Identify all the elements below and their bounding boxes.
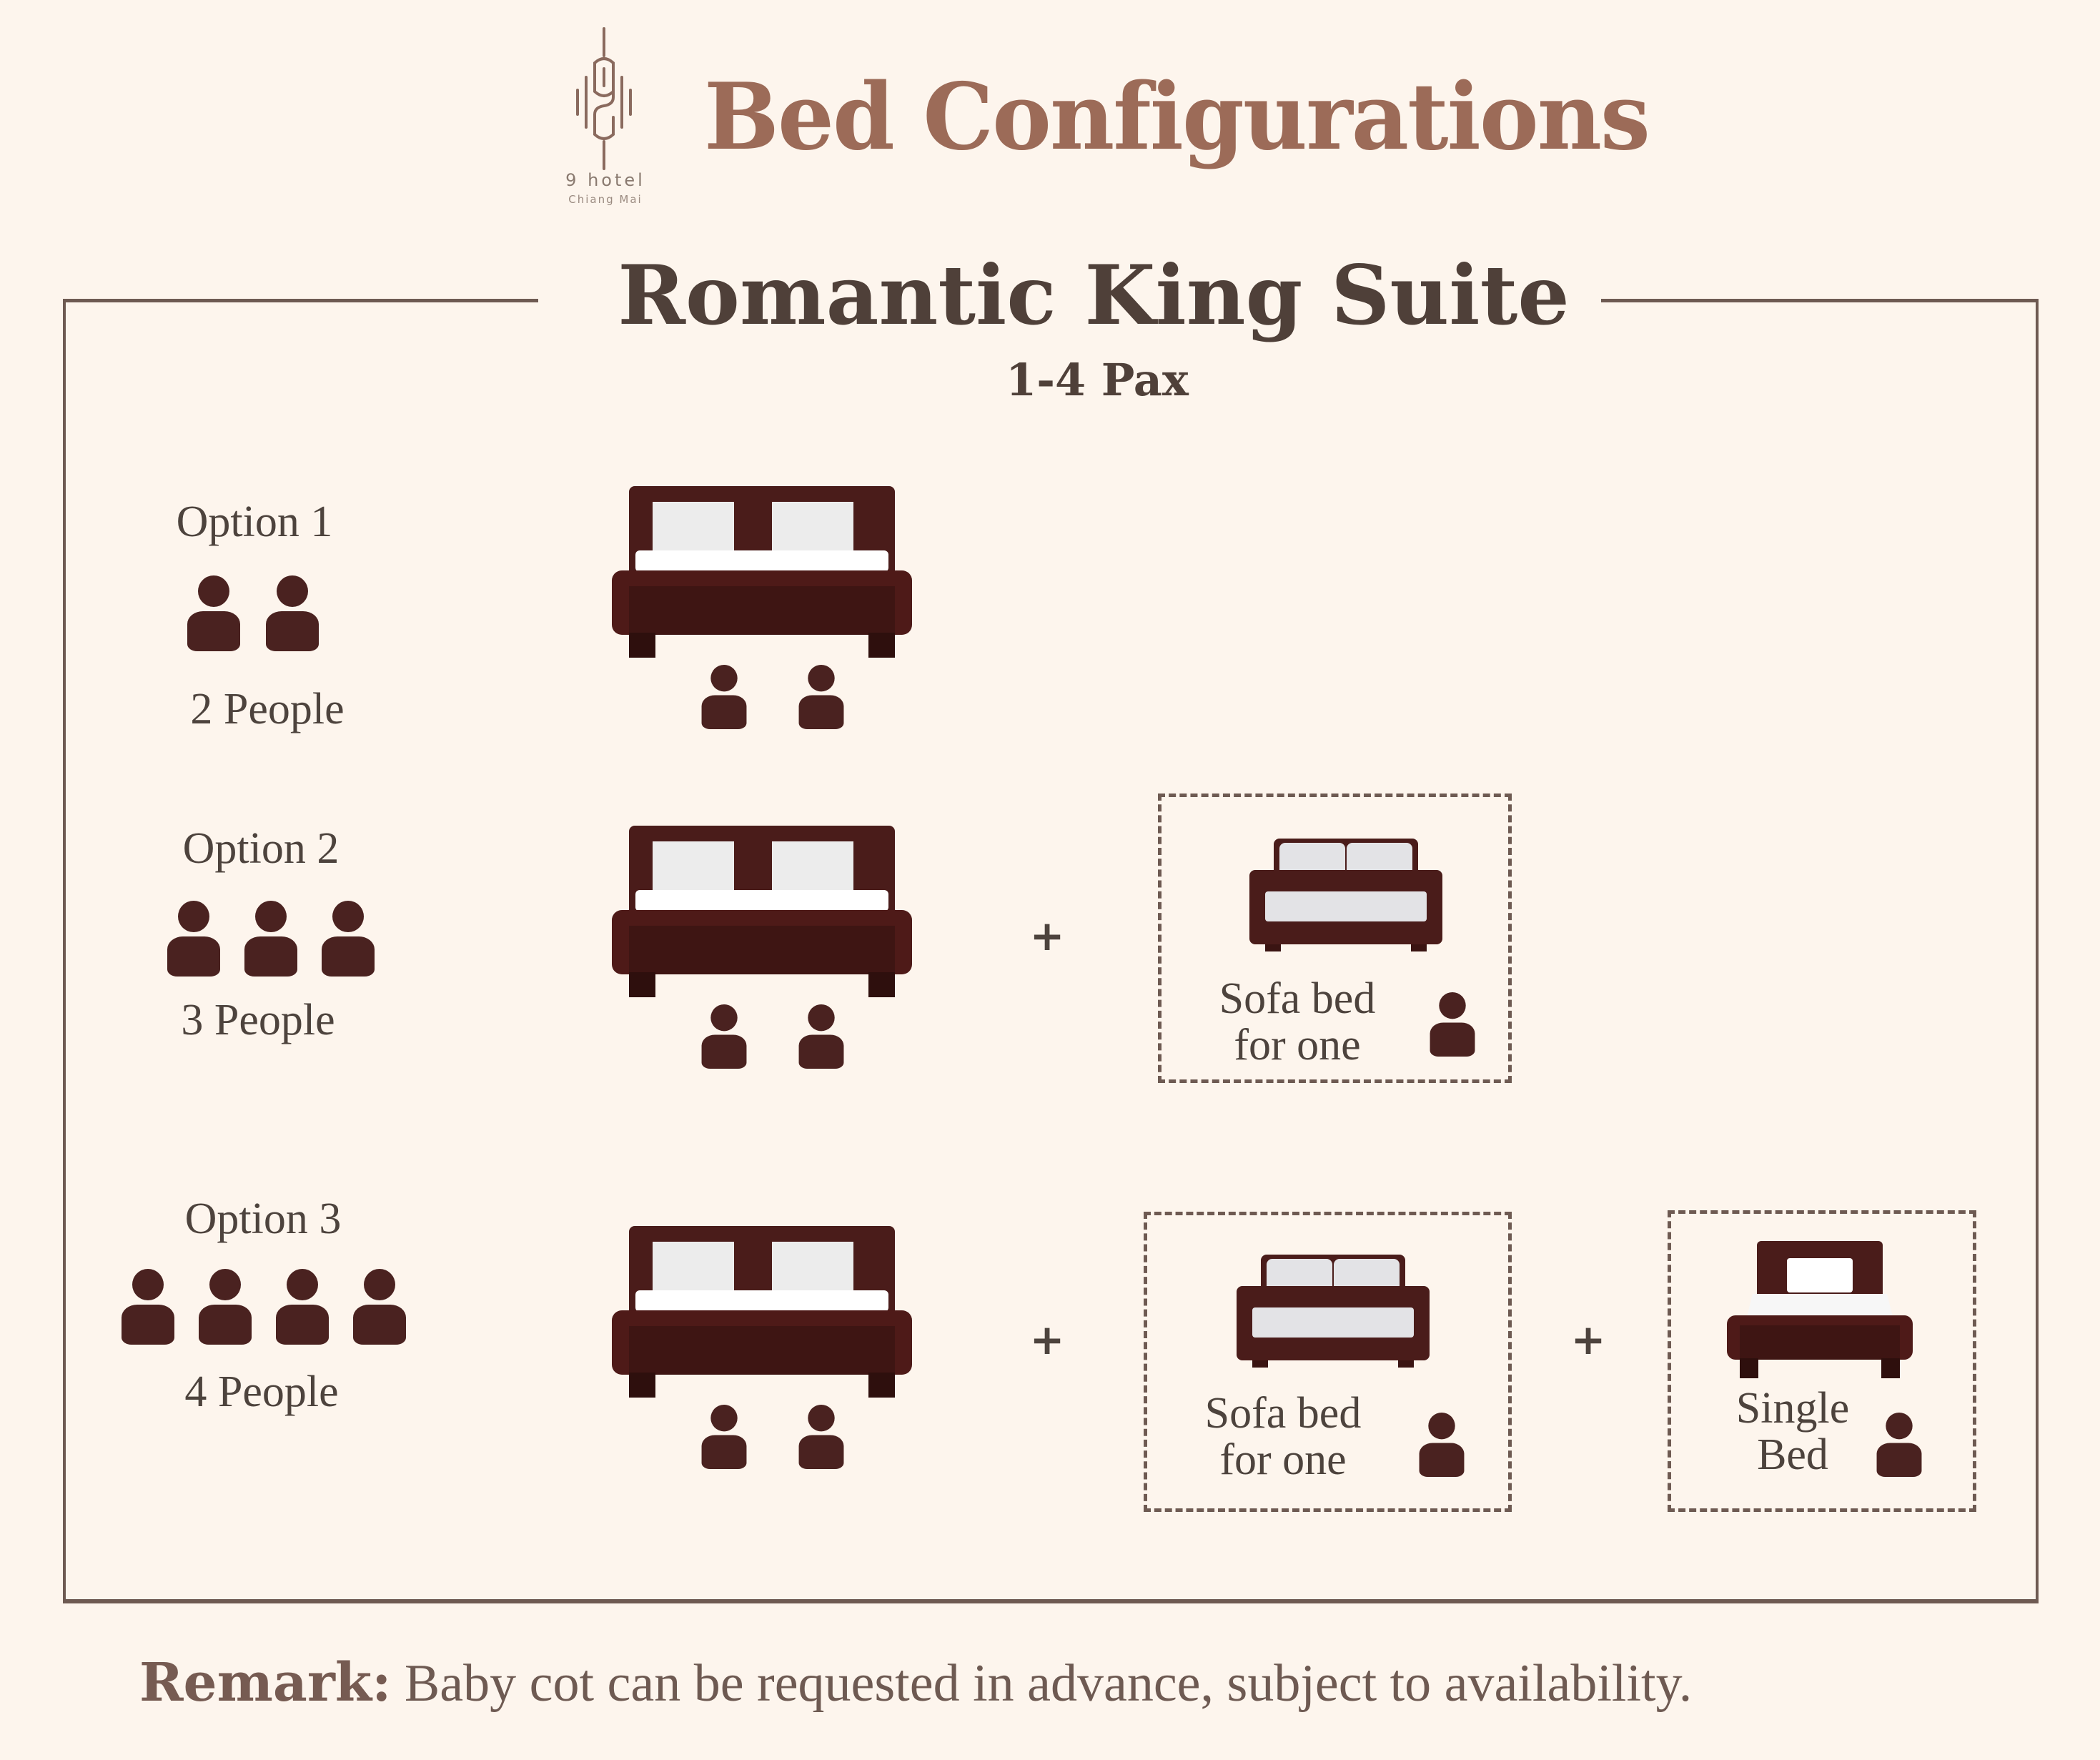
plus-separator: + — [1029, 1315, 1065, 1364]
double-bed-occupants — [698, 1399, 848, 1475]
remark-note: Remark: Baby cot can be requested in adv… — [139, 1651, 1692, 1716]
frame-border-top-right — [1601, 299, 2039, 302]
person-icon — [276, 1269, 329, 1345]
double-bed-occupants — [698, 659, 848, 735]
person-icon — [266, 575, 319, 651]
double-bed-icon — [612, 1226, 912, 1398]
person-icon — [187, 575, 240, 651]
person-icon — [1430, 992, 1475, 1057]
sofa-bed-label-line-2: for one — [1234, 1021, 1361, 1070]
sofa-bed-label-line-2: for one — [1219, 1435, 1347, 1485]
sofa-bed-box: Sofa bed for one — [1144, 1212, 1512, 1512]
logo-city-name: Chiang Mai — [568, 193, 643, 206]
single-bed-label: Single Bed — [1721, 1385, 1864, 1478]
logo-hotel-name: 9 hotel — [565, 170, 645, 190]
sofa-bed-box: Sofa bed for one — [1158, 794, 1512, 1083]
page-title: Bed Configurations — [704, 64, 1650, 171]
person-icon — [798, 664, 844, 730]
person-icon — [322, 901, 375, 977]
single-bed-label-line-2: Bed — [1757, 1430, 1828, 1480]
frame-border-top-left — [63, 299, 538, 302]
option-2-label: Option 2 — [182, 824, 340, 873]
person-icon — [798, 1004, 844, 1069]
person-icon — [122, 1269, 174, 1345]
option-3-label: Option 3 — [184, 1195, 342, 1243]
sofa-bed-icon — [1249, 839, 1442, 951]
double-bed-icon — [612, 826, 912, 997]
sofa-bed-label-line-1: Sofa bed — [1219, 974, 1376, 1023]
sofa-bed-label: Sofa bed for one — [1204, 974, 1390, 1070]
sofa-bed-icon — [1237, 1255, 1430, 1368]
single-bed-label-line-1: Single — [1735, 1384, 1850, 1433]
option-1-people-count: 2 People — [190, 685, 345, 733]
frame-border-right — [2036, 299, 2039, 1603]
person-icon — [1419, 1412, 1465, 1478]
person-icon — [199, 1269, 252, 1345]
person-icon — [798, 1404, 844, 1470]
suite-capacity: 1-4 Pax — [1006, 354, 1189, 406]
remark-label: Remark: — [139, 1652, 392, 1714]
option-1-people-icons — [187, 575, 319, 651]
option-2-people-icons — [167, 901, 375, 977]
hotel-logo — [558, 27, 650, 214]
option-2-people-count: 3 People — [181, 996, 335, 1044]
person-icon — [353, 1269, 406, 1345]
option-1-label: Option 1 — [176, 498, 333, 546]
double-bed-occupants — [698, 999, 848, 1074]
person-icon — [701, 1404, 747, 1470]
remark-text: Baby cot can be requested in advance, su… — [391, 1654, 1693, 1713]
9-hotel-monogram-icon — [576, 27, 632, 170]
person-icon — [244, 901, 297, 977]
sofa-bed-label: Sofa bed for one — [1190, 1390, 1376, 1483]
plus-separator: + — [1029, 911, 1065, 960]
person-icon — [701, 664, 747, 730]
frame-border-left — [63, 299, 66, 1603]
option-3-people-icons — [122, 1269, 406, 1345]
person-icon — [167, 901, 220, 977]
person-icon — [1876, 1412, 1922, 1478]
option-3-people-count: 4 People — [184, 1368, 339, 1416]
plus-separator: + — [1570, 1315, 1606, 1364]
frame-border-bottom — [63, 1599, 2039, 1603]
single-bed-icon — [1727, 1241, 1913, 1378]
person-icon — [701, 1004, 747, 1069]
sofa-bed-label-line-1: Sofa bed — [1204, 1389, 1362, 1438]
suite-name: Romantic King Suite — [618, 247, 1570, 343]
double-bed-icon — [612, 486, 912, 658]
single-bed-box: Single Bed — [1668, 1210, 1976, 1512]
